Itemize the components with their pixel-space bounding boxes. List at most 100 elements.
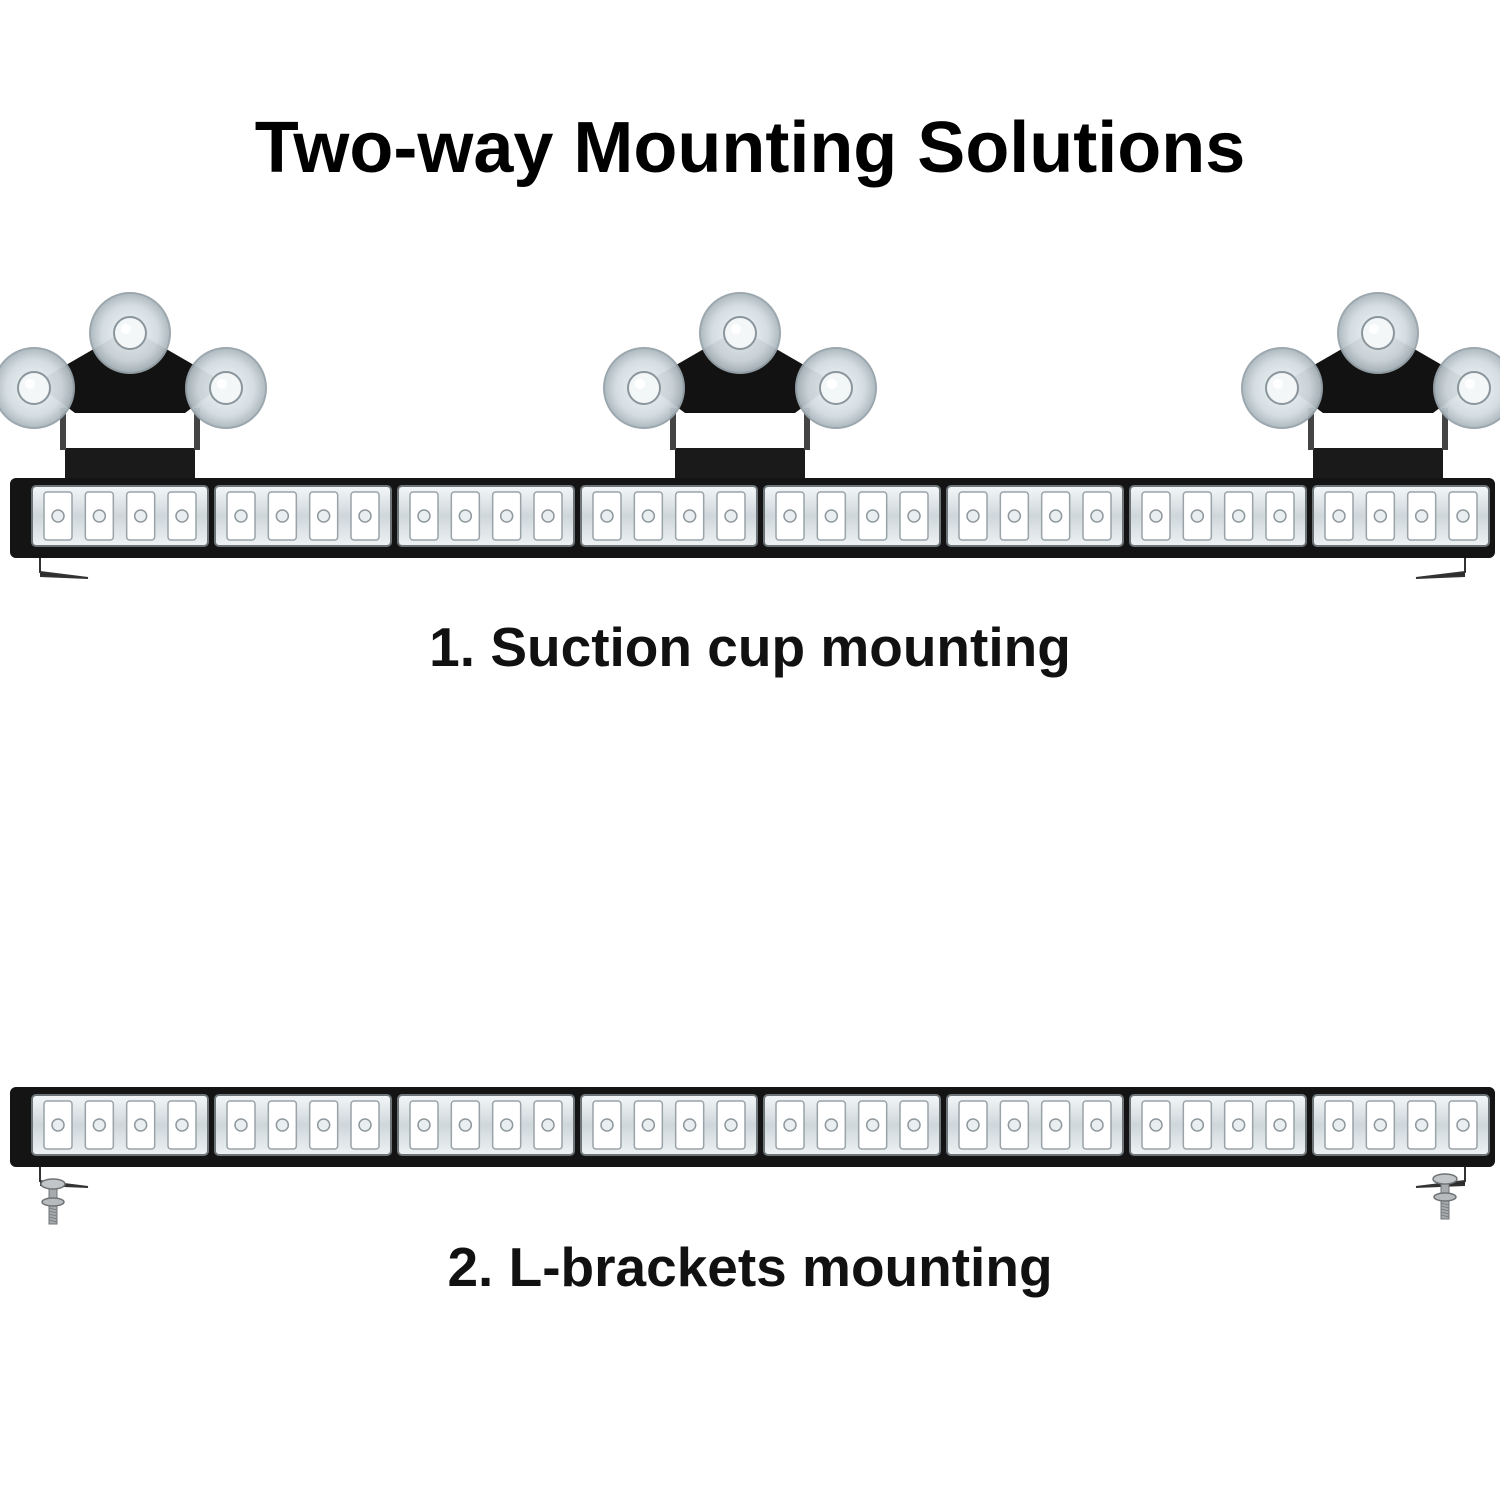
led	[316, 1118, 331, 1132]
led	[865, 1118, 880, 1132]
led	[175, 509, 189, 523]
mount-arm	[194, 408, 200, 450]
led	[234, 509, 248, 523]
cup-shine	[217, 379, 227, 389]
led	[316, 509, 331, 523]
led	[682, 1118, 697, 1132]
lens-module	[1129, 485, 1307, 547]
led	[641, 1118, 656, 1132]
led	[1190, 1118, 1205, 1132]
led	[358, 1118, 372, 1132]
led	[783, 1118, 797, 1132]
bolt-thread	[1440, 1202, 1450, 1206]
mount-arm	[60, 408, 66, 450]
cup-knob	[1457, 371, 1491, 405]
led	[1273, 509, 1287, 523]
led	[458, 509, 473, 523]
led	[1090, 509, 1104, 523]
cup-shine	[827, 379, 837, 389]
led	[499, 509, 514, 523]
lens-module	[397, 1094, 575, 1156]
led	[907, 1118, 921, 1132]
cup-knob	[17, 371, 51, 405]
caption-suction-cup: 1. Suction cup mounting	[429, 616, 1071, 678]
led	[1048, 1118, 1063, 1132]
led	[1007, 509, 1022, 523]
led	[865, 509, 880, 523]
bolt-head	[1432, 1173, 1458, 1185]
led	[51, 509, 65, 523]
led	[724, 1118, 738, 1132]
led	[234, 1118, 248, 1132]
lens-module	[214, 485, 392, 547]
led	[1149, 1118, 1163, 1132]
light-bar-suction	[10, 478, 1495, 579]
cup-shine	[1273, 379, 1283, 389]
page-title: Two-way Mounting Solutions	[254, 108, 1246, 188]
lens-module	[31, 485, 209, 547]
cup-knob	[627, 371, 661, 405]
led	[1231, 509, 1246, 523]
mount-plate	[65, 448, 195, 478]
bolt-thread	[1440, 1208, 1450, 1212]
lens-module	[1312, 485, 1490, 547]
cup-knob	[113, 316, 147, 350]
bolt-nut	[1433, 1192, 1457, 1202]
led	[641, 509, 656, 523]
mount-arm	[670, 408, 676, 450]
led	[1007, 1118, 1022, 1132]
bolt-thread	[1440, 1214, 1450, 1218]
lens-module	[580, 485, 758, 547]
led	[824, 509, 839, 523]
lens-module	[1129, 1094, 1307, 1156]
lbracket-bolts	[40, 1173, 1458, 1225]
lens-module	[580, 1094, 758, 1156]
led	[1273, 1118, 1287, 1132]
lens-module	[763, 1094, 941, 1156]
led	[1373, 1118, 1388, 1132]
led	[724, 509, 738, 523]
cup-shine	[731, 324, 741, 334]
mount-arm	[804, 408, 810, 450]
led	[966, 509, 980, 523]
cup-shine	[635, 379, 645, 389]
led	[600, 509, 614, 523]
bolt-nut	[41, 1197, 65, 1207]
led	[824, 1118, 839, 1132]
bolt-head	[40, 1178, 66, 1190]
led	[541, 509, 555, 523]
led	[92, 509, 107, 523]
led	[417, 509, 431, 523]
led	[966, 1118, 980, 1132]
lens-module	[1312, 1094, 1490, 1156]
cup-shine	[1369, 324, 1379, 334]
led	[358, 509, 372, 523]
led	[907, 509, 921, 523]
led	[51, 1118, 65, 1132]
light-bar-lbracket	[10, 1087, 1495, 1188]
led	[275, 1118, 290, 1132]
mount-arm	[1308, 408, 1314, 450]
bolt-thread	[48, 1207, 58, 1211]
led	[1414, 509, 1429, 523]
cup-knob	[723, 316, 757, 350]
led	[1048, 509, 1063, 523]
bolt-thread	[1440, 1211, 1450, 1215]
lens-module	[31, 1094, 209, 1156]
led	[1231, 1118, 1246, 1132]
led	[682, 509, 697, 523]
mount-plate	[1313, 448, 1443, 478]
lens-module	[397, 485, 575, 547]
led	[1373, 509, 1388, 523]
mount-plate	[675, 448, 805, 478]
led	[1456, 1118, 1470, 1132]
mount-arm	[1442, 408, 1448, 450]
cup-shine	[121, 324, 131, 334]
led	[600, 1118, 614, 1132]
led	[1149, 509, 1163, 523]
bolt-thread	[48, 1219, 58, 1223]
led	[133, 509, 148, 523]
cup-knob	[1361, 316, 1395, 350]
led	[1414, 1118, 1429, 1132]
